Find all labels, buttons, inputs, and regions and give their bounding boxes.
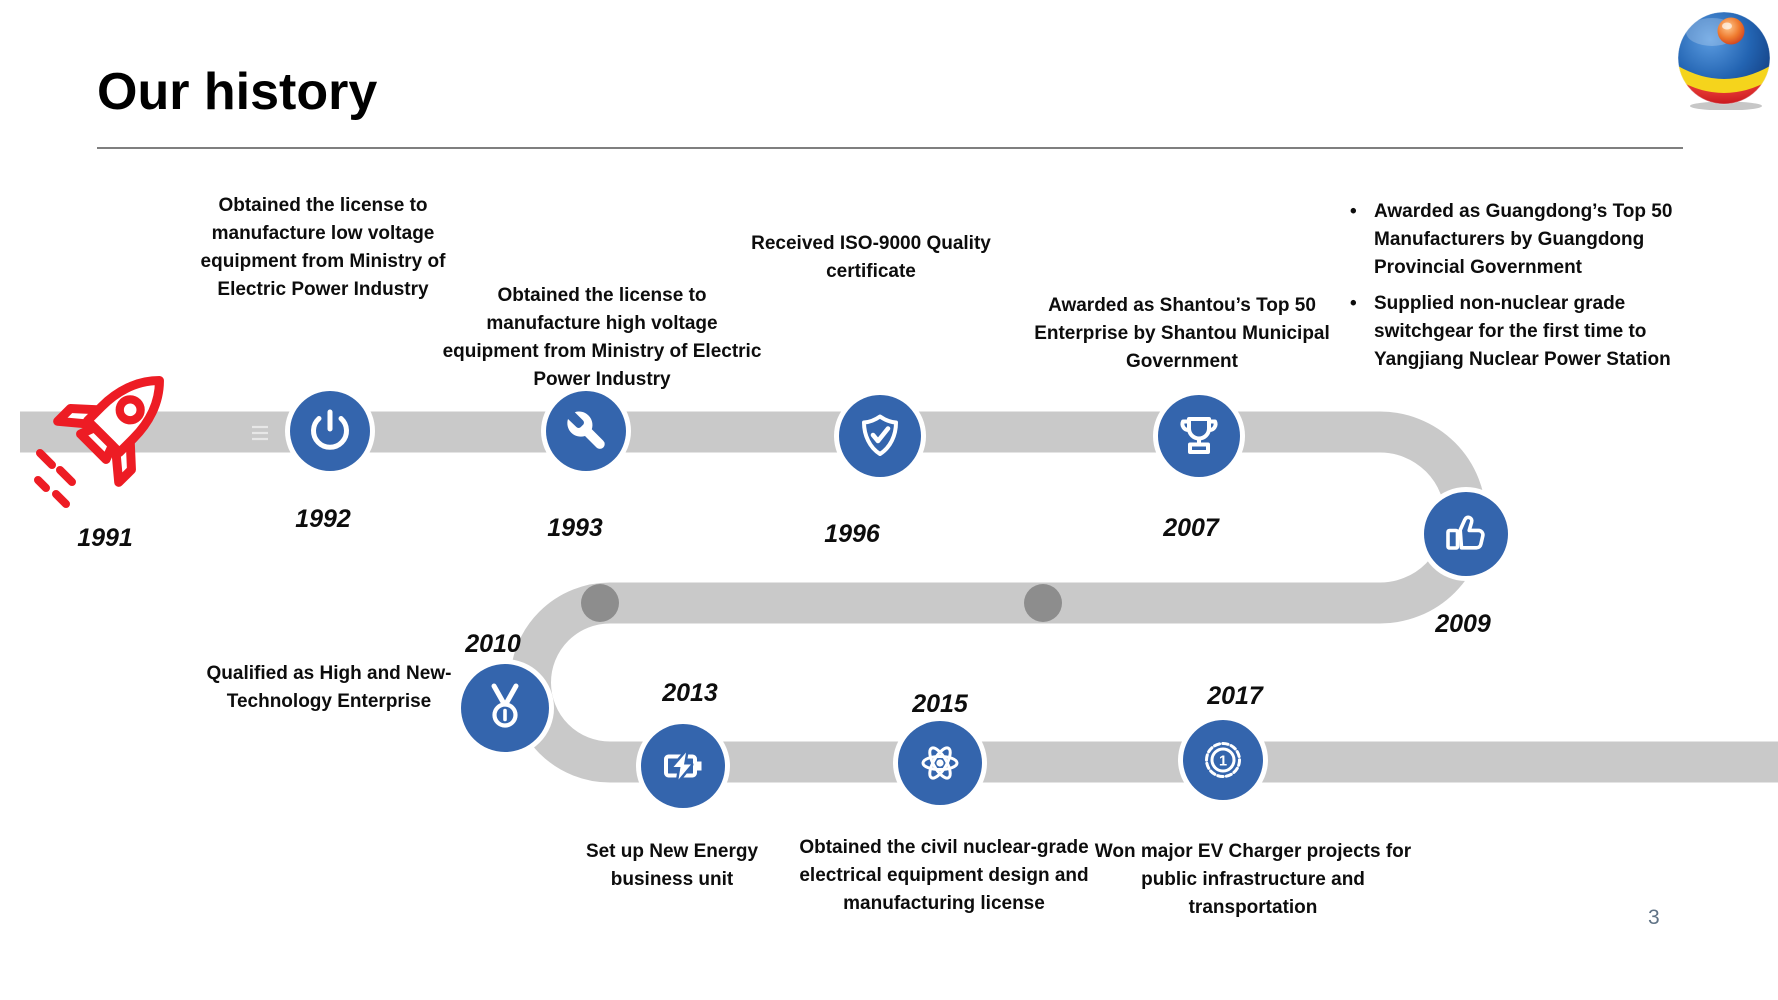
power-icon xyxy=(311,409,349,450)
medal-icon xyxy=(491,683,519,728)
milestone-text-1992: Obtained the license to manufacture low … xyxy=(200,195,446,300)
milestone-node-2015 xyxy=(893,716,987,810)
year-label-1993: 1993 xyxy=(547,514,603,542)
year-label-1991: 1991 xyxy=(77,524,133,552)
year-label-2007: 2007 xyxy=(1163,514,1219,542)
svg-text:1: 1 xyxy=(1219,754,1227,770)
track-dot xyxy=(1024,584,1062,622)
year-label-2015: 2015 xyxy=(912,690,968,718)
bullet-text: Supplied non-nuclear grade switchgear fo… xyxy=(1374,293,1671,370)
first-place-badge-icon: 1 xyxy=(1205,742,1241,778)
milestone-text-1993: Obtained the license to manufacture high… xyxy=(442,285,762,390)
page-title: Our history xyxy=(97,63,378,121)
track-hamburger-icon xyxy=(252,425,268,441)
shield-check-icon xyxy=(862,414,898,456)
milestone-text-1996: Received ISO-9000 Quality certificate xyxy=(751,233,991,282)
milestone-node-1993 xyxy=(541,386,631,476)
year-label-2017: 2017 xyxy=(1207,682,1263,710)
thumbs-up-icon xyxy=(1446,515,1485,550)
rocket-icon xyxy=(34,376,164,508)
milestone-text-2009: • Awarded as Guangdong’s Top 50 Manufact… xyxy=(1350,198,1695,382)
wrench-icon xyxy=(567,411,605,449)
year-label-2009: 2009 xyxy=(1435,610,1491,638)
bullet-marker: • xyxy=(1350,201,1357,222)
bullet-item: • Awarded as Guangdong’s Top 50 Manufact… xyxy=(1350,198,1695,282)
milestone-text-2013: Set up New Energy business unit xyxy=(585,841,759,890)
milestone-node-2017: 1 xyxy=(1178,715,1268,805)
milestone-node-2013 xyxy=(636,719,730,813)
milestone-node-1996 xyxy=(834,390,926,482)
milestone-node-2009 xyxy=(1419,487,1513,581)
year-label-1996: 1996 xyxy=(824,520,880,548)
milestone-text-2015: Obtained the civil nuclear-grade electri… xyxy=(799,837,1089,914)
logo-shadow xyxy=(1690,101,1762,110)
milestone-node-2010 xyxy=(456,659,554,757)
title-divider xyxy=(97,147,1683,149)
bullet-item: • Supplied non-nuclear grade switchgear … xyxy=(1350,290,1695,374)
track-dot xyxy=(581,584,619,622)
milestone-node-2007 xyxy=(1153,390,1245,482)
milestone-text-2010: Qualified as High and New- Technology En… xyxy=(206,663,452,712)
rocket-speed-dashes xyxy=(34,449,76,508)
company-logo xyxy=(1677,11,1771,110)
atom-icon xyxy=(921,746,959,780)
milestone-text-2017: Won major EV Charger projects for public… xyxy=(1094,841,1412,918)
trophy-icon xyxy=(1180,417,1218,454)
battery-charging-icon xyxy=(664,750,702,782)
year-label-1992: 1992 xyxy=(295,505,351,533)
year-label-2010: 2010 xyxy=(465,630,521,658)
page-number: 3 xyxy=(1648,906,1660,929)
bullet-text: Awarded as Guangdong’s Top 50 Manufactur… xyxy=(1374,201,1673,278)
bullet-marker: • xyxy=(1350,293,1357,314)
milestone-text-2007: Awarded as Shantou’s Top 50 Enterprise b… xyxy=(1034,295,1330,372)
year-label-2013: 2013 xyxy=(662,679,718,707)
milestone-node-1992 xyxy=(285,386,375,476)
